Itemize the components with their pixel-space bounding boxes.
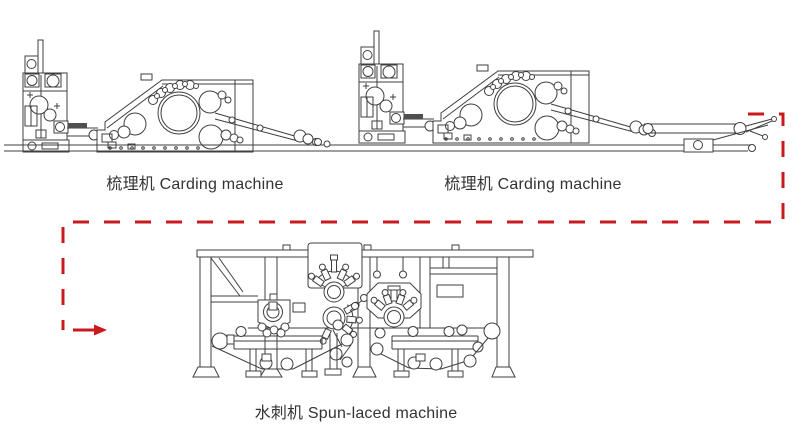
carding-machine-1-label: 梳理机 Carding machine — [106, 176, 284, 193]
carding-machine-2-drawing — [358, 30, 656, 144]
spunlaced-machine-drawing — [192, 242, 534, 378]
spunlaced-machine-label: 水刺机 Spun-laced machine — [254, 405, 458, 422]
carding-machines-group — [4, 30, 777, 153]
process-flow-dashed-path — [61, 112, 785, 330]
process-flow-arrow — [73, 324, 107, 336]
arrow-head-icon — [94, 324, 107, 336]
carding-machine-2-label: 梳理机 Carding machine — [444, 176, 622, 193]
carding-machine-1-drawing — [22, 39, 320, 153]
web-conveyor-drawing — [4, 116, 777, 153]
